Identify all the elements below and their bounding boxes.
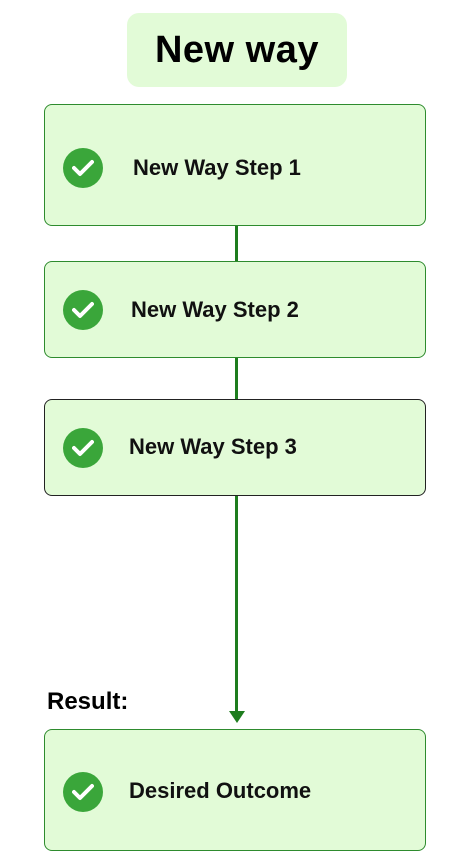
check-circle-icon	[63, 428, 103, 468]
step-label-1: New Way Step 1	[133, 155, 301, 180]
outcome-label: Desired Outcome	[129, 778, 312, 803]
outcome-box: Desired Outcome	[44, 729, 426, 851]
result-label: Result:	[47, 688, 129, 715]
step-label-2: New Way Step 2	[131, 297, 299, 322]
step-box-3: New Way Step 3	[44, 399, 426, 496]
check-circle-icon	[63, 290, 103, 330]
step-label-3: New Way Step 3	[129, 434, 297, 459]
connector-3-result	[235, 495, 238, 713]
step-box-2: New Way Step 2	[44, 261, 426, 358]
check-circle-icon	[63, 148, 103, 188]
connector-1-2	[235, 218, 238, 262]
diagram-title-box: New way	[127, 13, 347, 87]
diagram-title: New way	[154, 28, 320, 71]
step-box-1: New Way Step 1	[44, 104, 426, 226]
connector-2-3	[235, 357, 238, 400]
check-circle-icon	[63, 772, 103, 812]
arrow-head	[229, 711, 245, 723]
